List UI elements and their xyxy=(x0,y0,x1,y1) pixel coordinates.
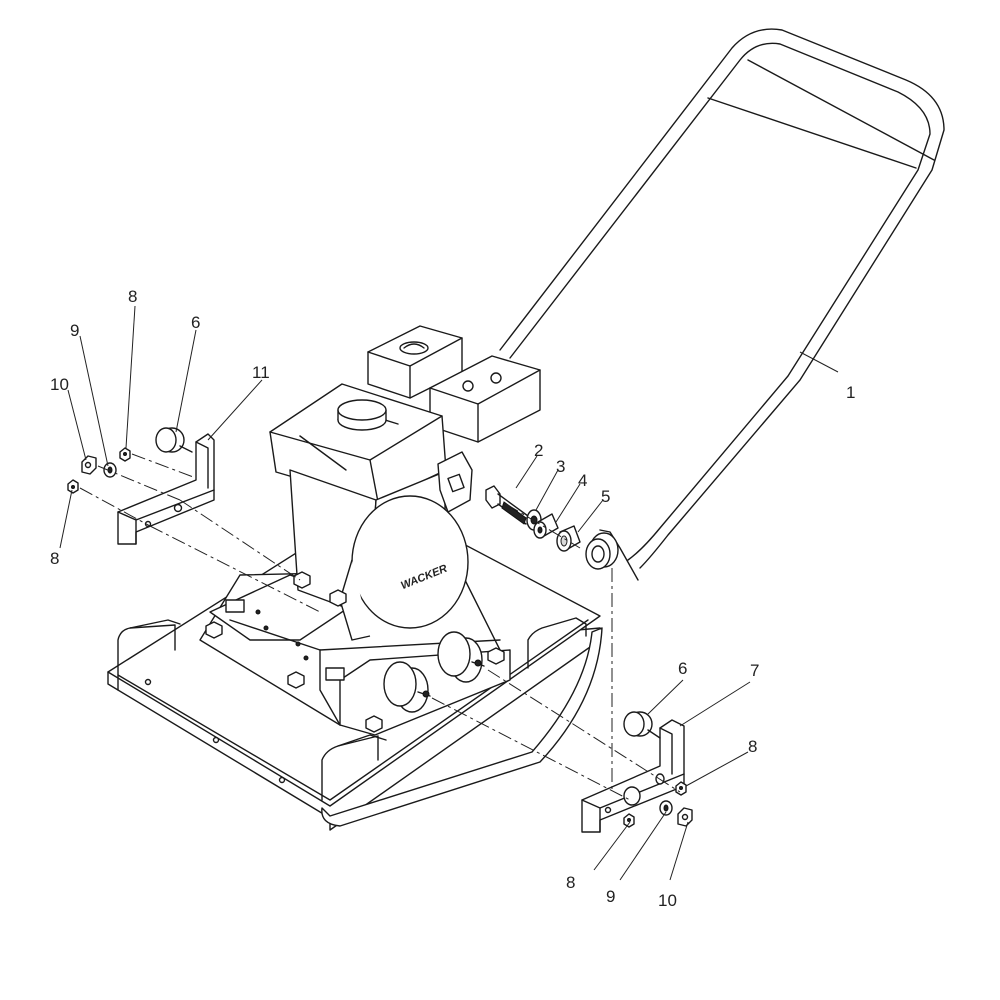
shock-mount-right xyxy=(623,711,661,739)
lock-washer-left xyxy=(103,462,117,478)
callout-6-right: 6 xyxy=(678,659,687,678)
sleeve-part xyxy=(533,513,559,539)
nut-small-right-upper xyxy=(675,781,687,796)
callout-11: 11 xyxy=(252,363,270,382)
bolt-part xyxy=(485,485,529,525)
leader-lines xyxy=(59,305,839,881)
isolator-mount-rear xyxy=(437,631,485,683)
callout-7: 7 xyxy=(750,661,759,680)
callout-2: 2 xyxy=(534,441,543,460)
lock-washer-right xyxy=(659,800,673,816)
callout-8-left-upper: 8 xyxy=(128,287,137,306)
isolator-mount-front xyxy=(383,661,431,713)
callout-8-right-upper: 8 xyxy=(748,737,757,756)
shock-mount-left xyxy=(155,427,193,453)
callout-10-left: 10 xyxy=(50,375,69,394)
left-bracket xyxy=(117,433,215,545)
label-plate-left xyxy=(225,599,245,613)
nut-small-left-lower xyxy=(67,479,79,494)
nut-small-right-lower xyxy=(623,813,635,828)
handle-frame xyxy=(499,28,945,581)
callout-6-left: 6 xyxy=(191,313,200,332)
label-plate-front xyxy=(325,667,345,681)
callout-labels: 1 2 3 4 5 6 11 8 9 10 8 6 7 8 8 9 10 xyxy=(50,287,855,910)
callout-10-right: 10 xyxy=(658,891,677,910)
callout-3: 3 xyxy=(556,457,565,476)
mount-bolt-icon xyxy=(205,621,505,733)
starter-cover xyxy=(351,495,469,629)
callout-8-left-lower: 8 xyxy=(50,549,59,568)
callout-8-right-lower: 8 xyxy=(566,873,575,892)
nut-small-left-upper xyxy=(119,447,131,462)
callout-9-right: 9 xyxy=(606,887,615,906)
callout-9-left: 9 xyxy=(70,321,79,340)
callout-5: 5 xyxy=(601,487,610,506)
bushing-part xyxy=(556,525,581,552)
engine-assembly: WACKER xyxy=(269,325,541,641)
assembly-centerlines xyxy=(79,453,681,801)
callout-1: 1 xyxy=(846,383,855,402)
callout-4: 4 xyxy=(578,471,587,490)
right-bracket xyxy=(581,719,685,833)
hex-nut-left xyxy=(81,455,97,475)
hex-nut-right xyxy=(677,807,693,827)
